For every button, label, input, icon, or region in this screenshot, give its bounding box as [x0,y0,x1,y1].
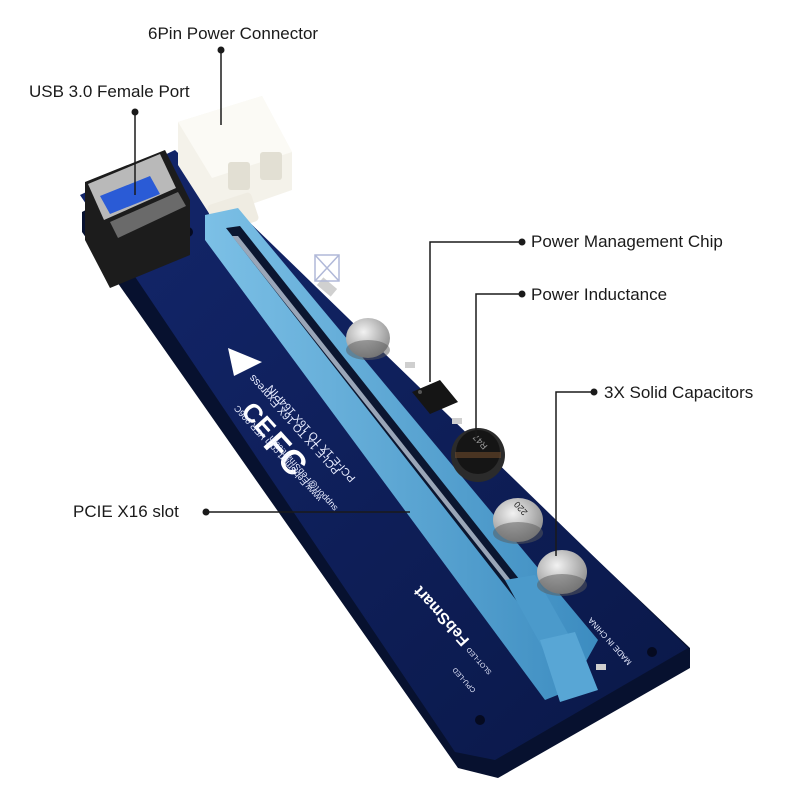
leader-dots [131,46,598,516]
callout-power-connector: 6Pin Power Connector [148,24,319,43]
callout-power-chip: Power Management Chip [531,232,723,251]
callout-pcie-slot: PCIE X16 slot [73,502,179,521]
leader-inductance [475,293,522,440]
smd-component [596,664,606,670]
bin-symbol-icon [314,254,340,282]
power-management-chip [412,380,458,414]
leader-power-chip [429,241,522,382]
smd-component [316,277,338,297]
mount-hole [647,647,657,657]
callout-usb-port: USB 3.0 Female Port [29,82,190,101]
callout-inductance: Power Inductance [531,285,668,304]
mount-hole [475,715,485,725]
power-inductor [451,428,505,482]
solid-capacitor [346,318,390,360]
usb-port [85,150,190,288]
solid-capacitor [537,550,587,596]
solid-capacitor [493,498,543,544]
smd-component [452,418,462,424]
triangle-logo-icon [228,348,262,376]
leader-lines [134,50,594,556]
pcie-x16-slot [205,208,598,702]
smd-component [405,362,415,368]
callout-capacitors: 3X Solid Capacitors [604,383,754,402]
leader-capacitors [555,391,594,556]
